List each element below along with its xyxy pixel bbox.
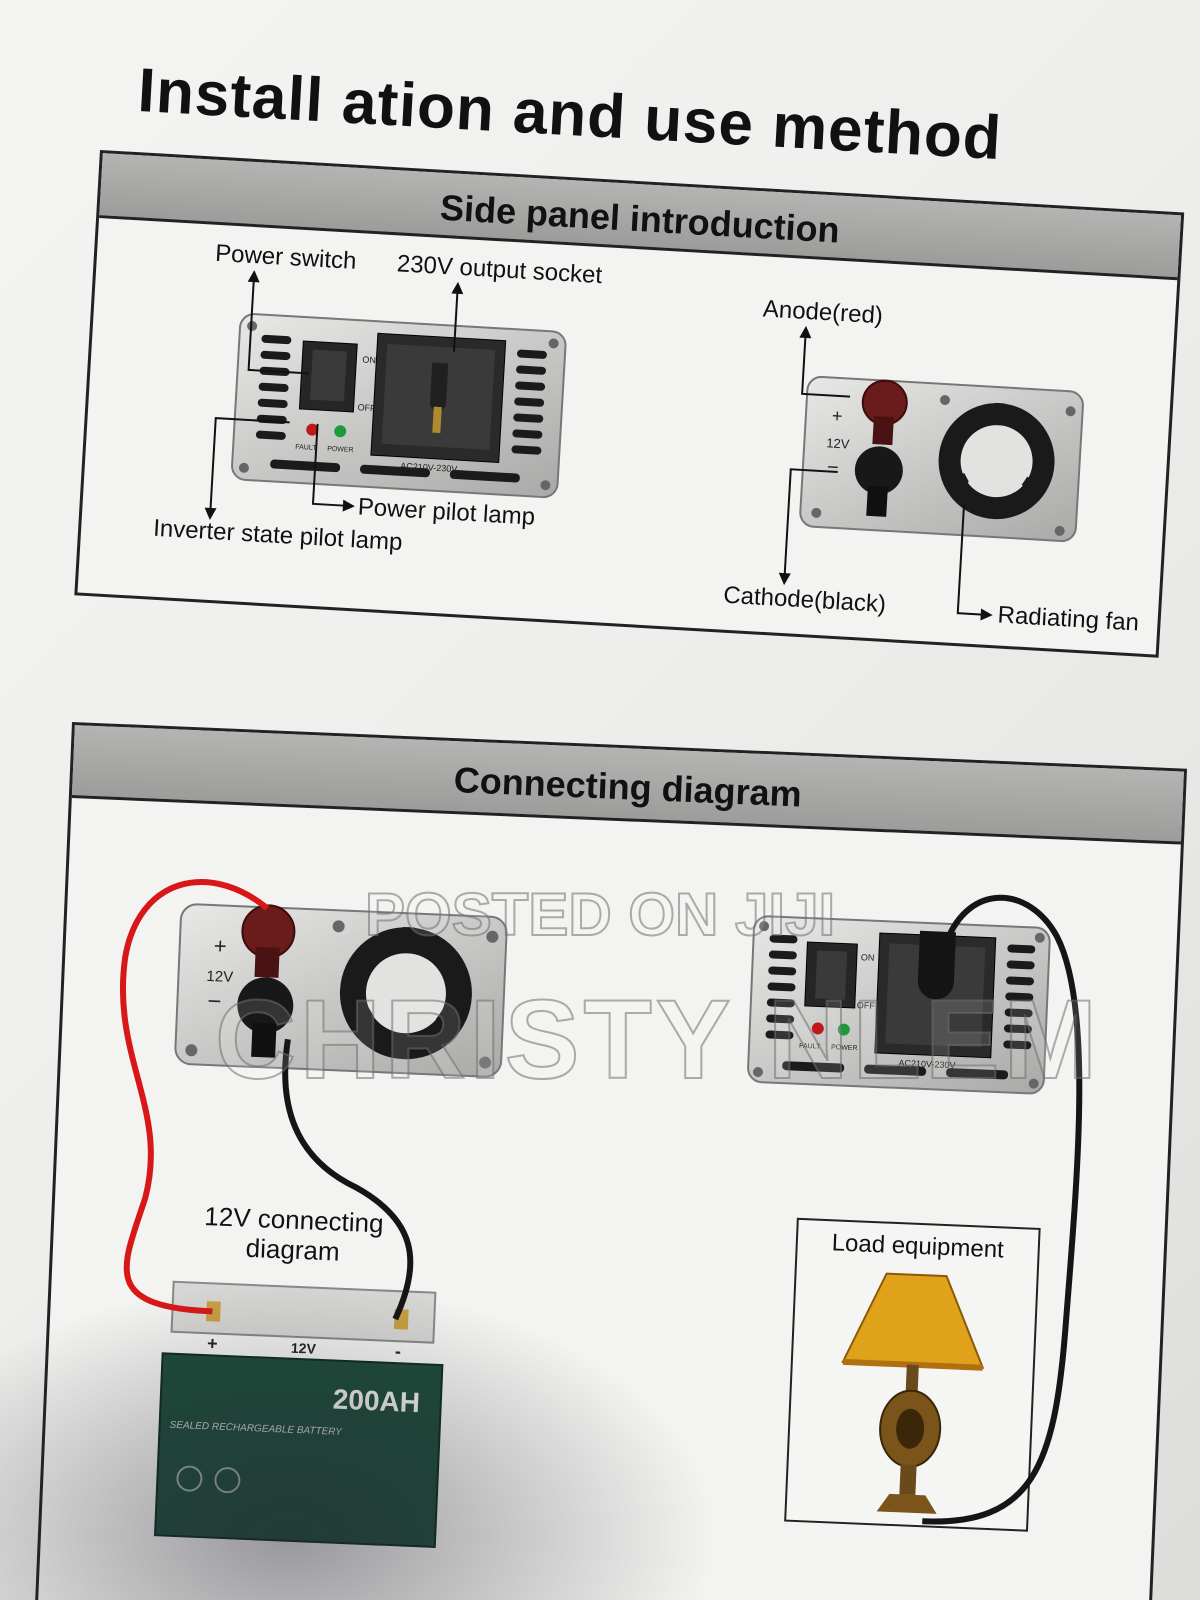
svg-text:OFF: OFF (857, 1000, 876, 1011)
connect-inverter-rear: + 12V − (174, 903, 508, 1078)
connecting-section: Connecting diagram + 12V − (34, 722, 1188, 1600)
battery-illustration: + 12V - 200AH SEALED RECHARGEABLE BATTER… (153, 1280, 444, 1548)
front-callout-lines (204, 270, 464, 520)
rear-callout-lines (778, 325, 993, 621)
svg-text:200AH: 200AH (332, 1384, 420, 1419)
svg-text:POWER: POWER (831, 1044, 858, 1052)
black-cable-load (922, 894, 1083, 1525)
svg-text:−: − (207, 988, 222, 1016)
svg-text:+: + (831, 406, 843, 427)
load-equipment-box: Load equipment (784, 1217, 1041, 1532)
svg-text:+: + (207, 1333, 218, 1353)
connect-inverter-front: ON OFF FAULT POWER AC210V-230V (747, 915, 1051, 1095)
svg-text:OFF: OFF (357, 402, 376, 413)
svg-text:FAULT: FAULT (295, 444, 317, 452)
svg-text:12V: 12V (206, 968, 233, 986)
svg-text:12V: 12V (291, 1340, 317, 1357)
side-panel-section: Side panel introduction (74, 150, 1185, 658)
cable-wiring (119, 879, 1083, 1525)
inverter-rear-illustration: + 12V − (799, 375, 1084, 542)
svg-text:FAULT: FAULT (799, 1043, 821, 1051)
svg-text:AC210V-230V: AC210V-230V (400, 461, 458, 474)
svg-text:−: − (826, 456, 839, 479)
svg-text:ON: ON (362, 354, 376, 365)
svg-text:ON: ON (861, 952, 875, 963)
svg-text:AC210V-230V: AC210V-230V (898, 1058, 955, 1070)
svg-text:12V: 12V (826, 435, 850, 451)
svg-text:+: + (213, 933, 227, 959)
red-cable (119, 879, 270, 1315)
black-cable-battery (282, 1038, 414, 1321)
lamp-icon (841, 1272, 985, 1514)
svg-text:-: - (395, 1341, 402, 1361)
svg-text:POWER: POWER (327, 446, 354, 455)
page-title: Install ation and use method (136, 55, 1004, 174)
